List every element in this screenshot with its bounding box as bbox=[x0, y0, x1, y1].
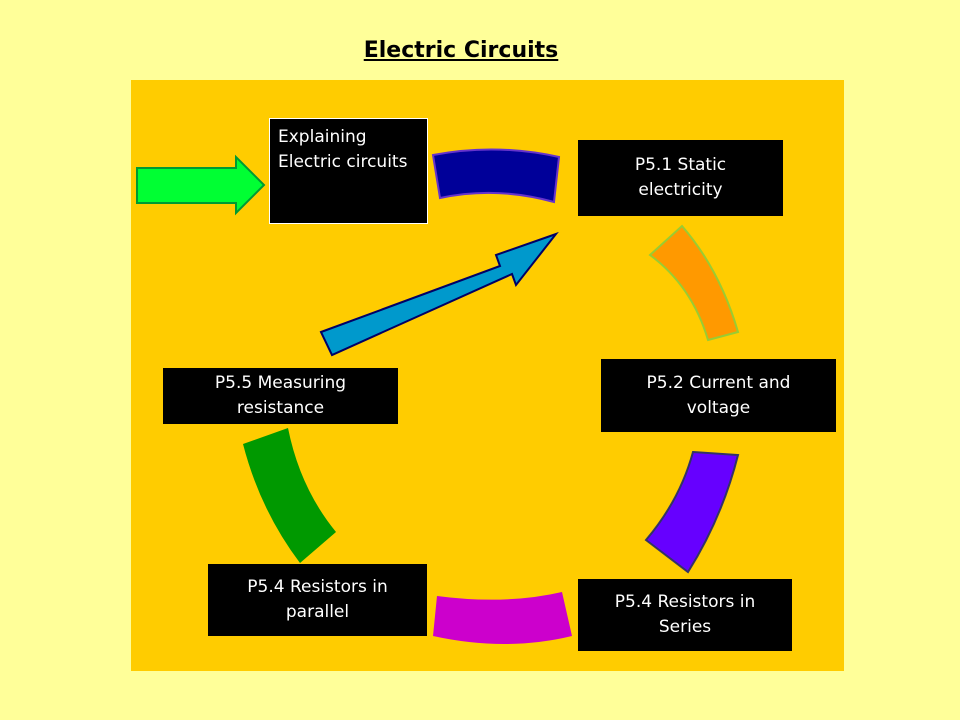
arc-top bbox=[431, 148, 561, 204]
arc-right-lower bbox=[644, 450, 740, 574]
box-measuring-resistance: P5.5 Measuring resistance bbox=[163, 368, 398, 424]
arc-left bbox=[243, 428, 336, 563]
entry-arrow bbox=[136, 154, 266, 216]
box-current-and-voltage: P5.2 Current and voltage bbox=[601, 359, 836, 432]
page-title: Electric Circuits bbox=[363, 38, 559, 63]
box-resistors-in-series: P5.4 Resistors in Series bbox=[578, 579, 792, 651]
box-explaining-electric-circuits: Explaining Electric circuits bbox=[269, 118, 428, 224]
center-arrow bbox=[319, 231, 559, 357]
box-resistors-in-parallel: P5.4 Resistors in parallel bbox=[208, 564, 427, 636]
box-static-electricity: P5.1 Static electricity bbox=[578, 140, 783, 216]
arc-right-upper bbox=[648, 224, 740, 342]
arc-bottom bbox=[433, 592, 572, 644]
